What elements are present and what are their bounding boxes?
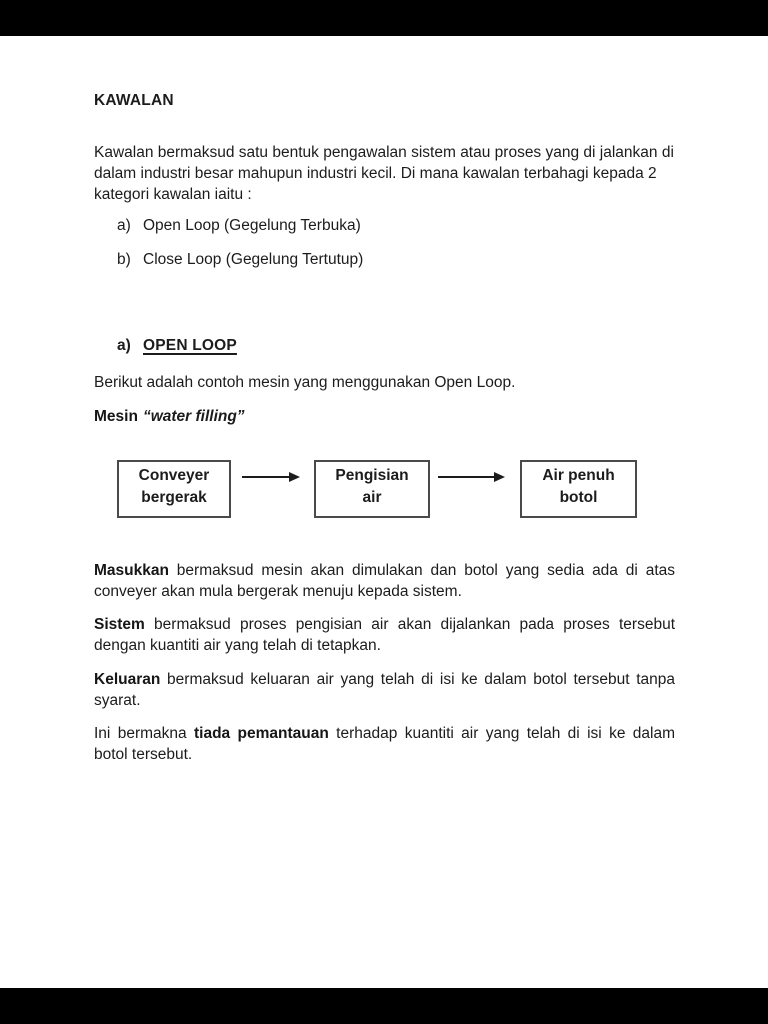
list-item-label: Open Loop (Gegelung Terbuka) <box>143 217 361 234</box>
paragraph-text: bermaksud mesin akan dimulakan dan botol… <box>94 562 675 600</box>
flow-box-air-penuh: Air penuh botol <box>520 460 637 518</box>
machine-title: Mesin“water filling” <box>94 406 245 427</box>
list-item-label: Close Loop (Gegelung Tertutup) <box>143 251 364 268</box>
page-title: KAWALAN <box>94 92 174 109</box>
section-heading-open-loop: a) OPEN LOOP <box>117 335 237 356</box>
flow-arrow-icon <box>438 472 505 482</box>
paragraph-bold-term: Keluaran <box>94 671 161 688</box>
list-item-close-loop: b) Close Loop (Gegelung Tertutup) <box>117 249 363 270</box>
paragraph-keluaran: Keluaran bermaksud keluaran air yang tel… <box>94 669 675 711</box>
section-heading-marker: a) <box>117 337 131 354</box>
flow-box-pengisian: Pengisian air <box>314 460 430 518</box>
letterbox-top-bar <box>0 0 768 36</box>
machine-title-name: “water filling” <box>142 408 245 425</box>
paragraph-text: bermaksud keluaran air yang telah di isi… <box>94 671 675 709</box>
intro-paragraph: Kawalan bermaksud satu bentuk pengawalan… <box>94 144 674 203</box>
paragraph-text: Ini bermakna <box>94 725 194 742</box>
paragraph-text: terhadap kuantiti air yang telah di isi … <box>94 725 675 763</box>
paragraph-sistem: Sistem bermaksud proses pengisian air ak… <box>94 614 675 656</box>
machine-title-label: Mesin <box>94 408 138 425</box>
list-marker: a) <box>117 217 131 234</box>
paragraph-bold-term: Masukkan <box>94 562 169 579</box>
paragraph-bold-term: tiada pemantauan <box>194 725 329 742</box>
list-marker: b) <box>117 251 131 268</box>
paragraph-bold-term: Sistem <box>94 616 145 633</box>
section-intro-paragraph: Berikut adalah contoh mesin yang menggun… <box>94 374 516 391</box>
letterbox-bottom-bar <box>0 988 768 1024</box>
paragraph-text: bermaksud proses pengisian air akan dija… <box>94 616 675 654</box>
flow-box-conveyer: Conveyer bergerak <box>117 460 231 518</box>
section-heading-title: OPEN LOOP <box>143 337 237 354</box>
flow-arrow-icon <box>242 472 300 482</box>
paragraph-tiada-pemantauan: Ini bermakna tiada pemantauan terhadap k… <box>94 723 675 765</box>
paragraph-masukkan: Masukkan bermaksud mesin akan dimulakan … <box>94 560 675 602</box>
document-page: KAWALAN Kawalan bermaksud satu bentuk pe… <box>0 36 768 988</box>
list-item-open-loop: a) Open Loop (Gegelung Terbuka) <box>117 215 361 236</box>
